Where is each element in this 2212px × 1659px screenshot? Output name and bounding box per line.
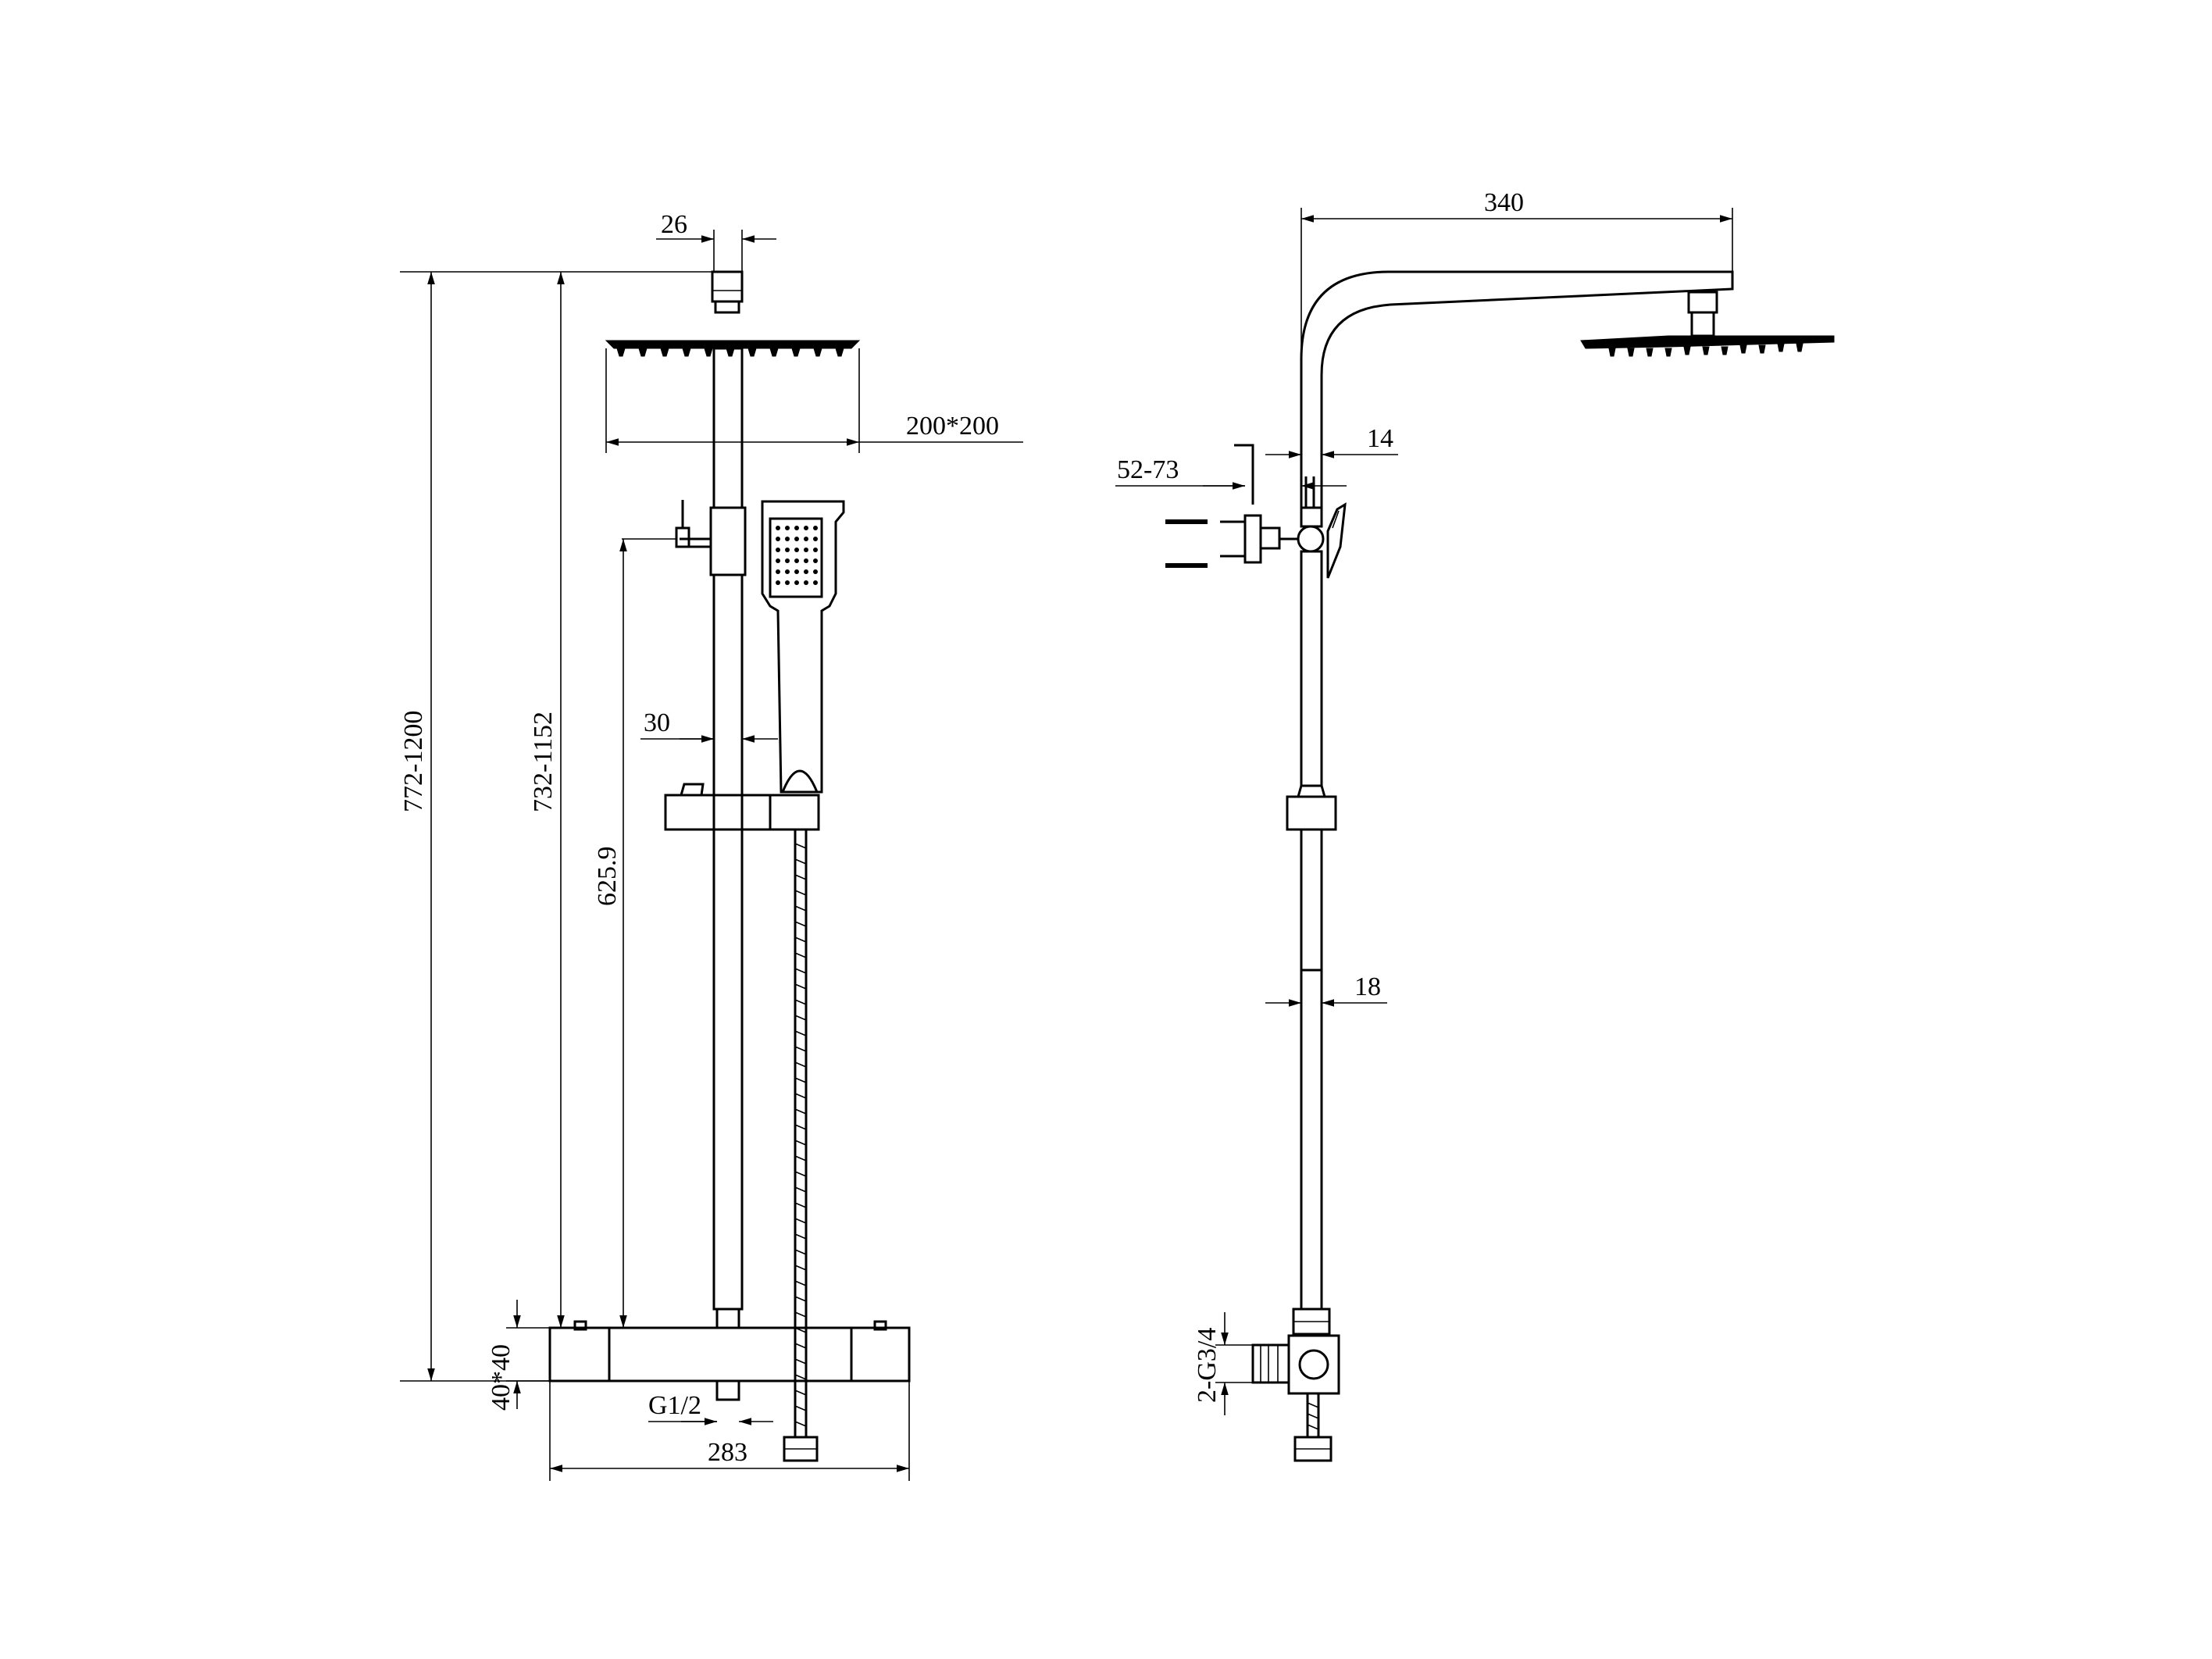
shower-head-plate [605, 340, 861, 349]
side-slide-rail [1300, 550, 1323, 787]
dim-wall-offset: 14 [1367, 424, 1393, 453]
dim-total-height: 772-1200 [399, 711, 428, 812]
wall-bracket [1220, 514, 1298, 564]
hex-key [1234, 444, 1254, 505]
dim-width-top: 26 [661, 210, 687, 239]
dim-arm-reach: 340 [1484, 188, 1524, 217]
diverter-block [709, 506, 747, 576]
thermostatic-valve-body [548, 1326, 911, 1382]
dim-body-section: 40*40 [487, 1344, 516, 1411]
side-inlet-fitting [1251, 1343, 1290, 1384]
dim-head-size: 200*200 [906, 412, 999, 441]
side-view-dimensions: 340 14 52-73 18 2-G3/4 [1115, 188, 1733, 1415]
side-head-nozzles [1608, 343, 1803, 357]
dim-slider-height: 625.9 [593, 847, 622, 907]
shower-head-nozzles [616, 348, 844, 357]
side-valve-elbow [1287, 1334, 1340, 1395]
front-view [548, 270, 911, 1462]
shower-hose [783, 830, 819, 1462]
inlet-g12 [715, 1379, 740, 1401]
side-view [1165, 270, 1835, 1462]
dim-pipe-diameter: 18 [1354, 972, 1381, 1001]
head-connector [711, 270, 744, 303]
dim-elbow-thread: 2-G3/4 [1193, 1328, 1222, 1403]
side-hand-shower [1326, 502, 1347, 579]
side-shower-head [1580, 335, 1835, 349]
head-connector-nut [714, 300, 740, 314]
dim-bracket-range: 52-73 [1117, 455, 1179, 484]
front-view-dimensions: 26 200*200 772-1200 732-1152 625.9 30 40… [399, 210, 1023, 1481]
shower-arm [1300, 270, 1734, 508]
dim-body-width: 283 [708, 1438, 747, 1467]
diverter-knob [675, 526, 690, 548]
hand-shower-face [769, 517, 823, 598]
rail-bottom-cap [715, 1308, 740, 1329]
upper-riser-pipe [712, 347, 744, 509]
side-slider-holder [1286, 795, 1337, 831]
side-hose [1293, 1393, 1333, 1462]
hand-shower-nozzle-grid [776, 526, 818, 585]
hand-shower [761, 500, 845, 794]
dim-rail-height: 732-1152 [529, 712, 558, 812]
wall-screws [1165, 519, 1208, 568]
side-diverter [1297, 525, 1325, 553]
slide-rail [712, 573, 744, 1311]
side-head-connector [1687, 291, 1718, 314]
dim-inlet-thread: G1/2 [648, 1391, 701, 1420]
slider-holder [664, 794, 820, 831]
dim-handle-offset: 30 [644, 708, 670, 737]
